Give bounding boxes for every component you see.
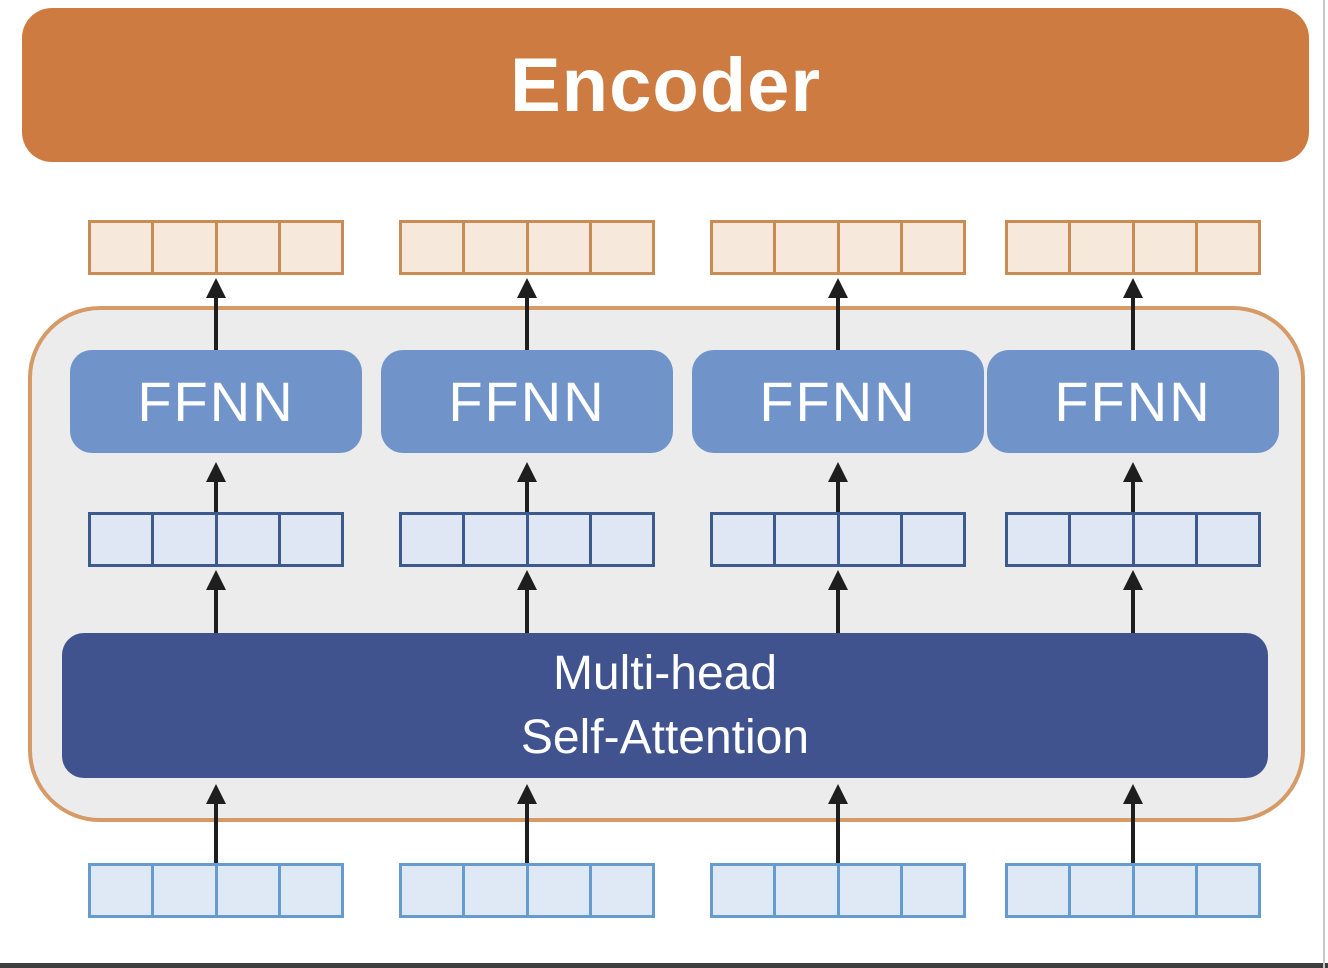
- ffnn-block-1: FFNN: [70, 350, 362, 453]
- output-vector-2: [399, 220, 655, 275]
- output-vector-1: [88, 220, 344, 275]
- up-arrow-icon: [1122, 462, 1144, 512]
- vector-cell: [713, 223, 777, 272]
- up-arrow-icon: [827, 278, 849, 350]
- input-vector-2: [399, 863, 655, 918]
- vector-cell: [713, 866, 777, 915]
- hidden-vector-3: [710, 512, 966, 567]
- hidden-vector-1: [88, 512, 344, 567]
- vector-cell: [1198, 223, 1258, 272]
- vector-cell: [465, 223, 529, 272]
- vector-cell: [1071, 866, 1135, 915]
- ffnn-block-2: FFNN: [381, 350, 673, 453]
- vector-cell: [529, 223, 592, 272]
- attention-label-line2: Self-Attention: [520, 710, 810, 764]
- up-arrow-icon: [205, 462, 227, 512]
- vector-cell: [402, 866, 466, 915]
- vector-cell: [1135, 515, 1198, 564]
- ffnn-label: FFNN: [448, 370, 606, 433]
- vector-cell: [840, 866, 903, 915]
- vector-cell: [1008, 223, 1072, 272]
- vector-cell: [465, 515, 529, 564]
- input-vector-3: [710, 863, 966, 918]
- vector-cell: [402, 515, 466, 564]
- vector-cell: [218, 866, 281, 915]
- output-vector-3: [710, 220, 966, 275]
- vector-cell: [776, 223, 840, 272]
- vector-cell: [281, 223, 341, 272]
- vector-cell: [154, 866, 218, 915]
- vector-cell: [154, 515, 218, 564]
- up-arrow-icon: [516, 784, 538, 863]
- ffnn-label: FFNN: [137, 370, 295, 433]
- up-arrow-icon: [827, 462, 849, 512]
- vector-cell: [1071, 223, 1135, 272]
- ffnn-label: FFNN: [759, 370, 917, 433]
- vector-cell: [1198, 866, 1258, 915]
- up-arrow-icon: [516, 462, 538, 512]
- ffnn-block-3: FFNN: [692, 350, 984, 453]
- vector-cell: [592, 223, 652, 272]
- input-vector-4: [1005, 863, 1261, 918]
- vector-cell: [1071, 515, 1135, 564]
- input-vector-1: [88, 863, 344, 918]
- up-arrow-icon: [205, 278, 227, 350]
- vector-cell: [1198, 515, 1258, 564]
- vector-cell: [903, 223, 963, 272]
- ffnn-block-4: FFNN: [987, 350, 1279, 453]
- vector-cell: [529, 515, 592, 564]
- up-arrow-icon: [516, 570, 538, 633]
- up-arrow-icon: [827, 570, 849, 633]
- vector-cell: [1135, 866, 1198, 915]
- window-bottom-edge: [0, 963, 1328, 968]
- attention-label-line1: Multi-head: [552, 646, 778, 700]
- vector-cell: [840, 223, 903, 272]
- vector-cell: [91, 866, 155, 915]
- vector-cell: [1008, 866, 1072, 915]
- vector-cell: [903, 866, 963, 915]
- vector-cell: [529, 866, 592, 915]
- hidden-vector-4: [1005, 512, 1261, 567]
- vector-cell: [465, 866, 529, 915]
- up-arrow-icon: [1122, 570, 1144, 633]
- encoder-title-banner: Encoder: [22, 8, 1309, 162]
- vector-cell: [91, 515, 155, 564]
- vector-cell: [903, 515, 963, 564]
- vector-cell: [154, 223, 218, 272]
- vector-cell: [776, 866, 840, 915]
- vector-cell: [281, 866, 341, 915]
- encoder-title-label: Encoder: [509, 42, 822, 128]
- vector-cell: [776, 515, 840, 564]
- up-arrow-icon: [205, 784, 227, 863]
- vector-cell: [402, 223, 466, 272]
- vector-cell: [840, 515, 903, 564]
- up-arrow-icon: [205, 570, 227, 633]
- vector-cell: [592, 866, 652, 915]
- up-arrow-icon: [516, 278, 538, 350]
- up-arrow-icon: [827, 784, 849, 863]
- up-arrow-icon: [1122, 784, 1144, 863]
- vector-cell: [1135, 223, 1198, 272]
- multi-head-self-attention-block: Multi-head Self-Attention: [62, 633, 1268, 778]
- vector-cell: [281, 515, 341, 564]
- window-right-edge: [1323, 0, 1325, 968]
- vector-cell: [1008, 515, 1072, 564]
- hidden-vector-2: [399, 512, 655, 567]
- vector-cell: [218, 223, 281, 272]
- up-arrow-icon: [1122, 278, 1144, 350]
- vector-cell: [713, 515, 777, 564]
- vector-cell: [91, 223, 155, 272]
- vector-cell: [592, 515, 652, 564]
- ffnn-label: FFNN: [1054, 370, 1212, 433]
- output-vector-4: [1005, 220, 1261, 275]
- vector-cell: [218, 515, 281, 564]
